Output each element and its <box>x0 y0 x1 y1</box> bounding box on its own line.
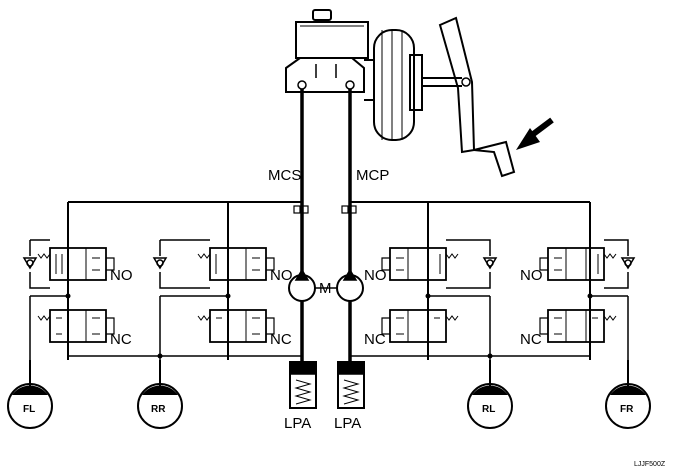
valve-no-rr <box>209 247 275 281</box>
pedal-force-arrow-icon <box>516 117 554 150</box>
valve-nc-fr <box>539 309 605 343</box>
wheel-rl-label: RL <box>482 404 495 415</box>
nc-label-rr: NC <box>270 331 292 348</box>
wheel-fr-label: FR <box>620 404 634 415</box>
wheel-rr-label: RR <box>151 404 166 415</box>
brake-booster <box>364 29 462 141</box>
wheel-fl <box>7 360 53 429</box>
valve-nc-fl <box>49 309 115 343</box>
brake-pedal <box>438 16 516 178</box>
wheel-fr <box>605 360 651 429</box>
nc-label-fl: NC <box>110 331 132 348</box>
wheel-rr <box>137 360 183 429</box>
motor-label: M <box>319 280 332 297</box>
junction-dots <box>65 293 593 359</box>
valve-nc-rl <box>381 309 447 343</box>
wheel-rl <box>467 360 513 429</box>
lpa-reservoir-left <box>289 361 317 409</box>
lpa-label-right: LPA <box>334 415 361 432</box>
nc-label-fr: NC <box>520 331 542 348</box>
no-label-rl: NO <box>364 267 387 284</box>
no-label-fl: NO <box>110 267 133 284</box>
return-lines <box>29 295 629 360</box>
master-cylinder <box>285 9 369 93</box>
line-clips <box>293 205 357 214</box>
mcs-label: MCS <box>268 167 301 184</box>
pump-motor-unit <box>288 268 364 364</box>
master-lines <box>300 89 352 272</box>
valve-no-fl <box>49 247 115 281</box>
valve-no-fr <box>539 247 605 281</box>
lpa-label-left: LPA <box>284 415 311 432</box>
lpa-reservoir-right <box>337 361 365 409</box>
no-label-rr: NO <box>270 267 293 284</box>
valve-no-rl <box>381 247 447 281</box>
nc-label-rl: NC <box>364 331 386 348</box>
valve-nc-rr <box>209 309 275 343</box>
mcp-label: MCP <box>356 167 389 184</box>
wheel-fl-label: FL <box>23 404 35 415</box>
no-label-fr: NO <box>520 267 543 284</box>
spring-icon <box>37 253 617 321</box>
check-valve-icon <box>22 239 636 289</box>
figure-code: LJJF500Z <box>634 461 666 468</box>
